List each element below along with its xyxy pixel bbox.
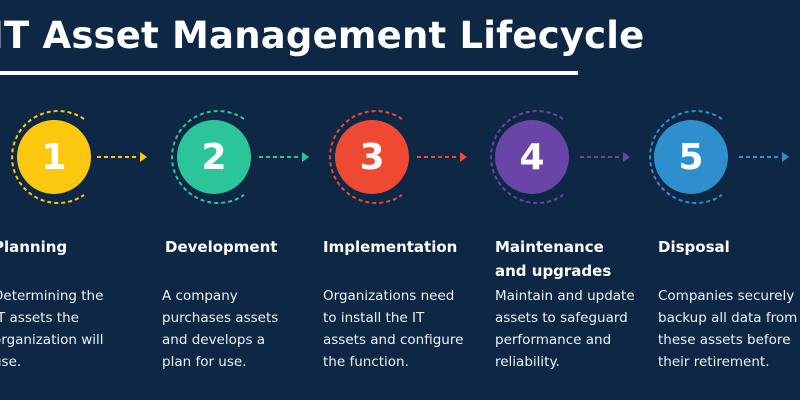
step-number: 5 <box>678 136 704 178</box>
dashed-ring-icon <box>329 110 403 204</box>
dashed-ring-icon <box>490 110 564 204</box>
step-title-line: Development <box>165 238 278 256</box>
step-title-line: and upgrades <box>495 262 612 280</box>
step-number-badge: 1 <box>17 120 91 194</box>
connector-arrow-icon <box>259 152 309 162</box>
description-line: Maintain and update <box>495 288 635 304</box>
step-number-badge: 2 <box>177 120 251 194</box>
step-number-badge: 3 <box>335 120 409 194</box>
step-title: Development <box>165 235 315 259</box>
description-line: IT assets the <box>0 310 79 326</box>
description-line: performance and <box>495 332 612 348</box>
step-title: Implementation <box>323 235 473 259</box>
description-line: and develops a <box>162 332 266 348</box>
ring-arc <box>649 110 723 204</box>
description-line: their retirement. <box>658 354 770 370</box>
description-line: use. <box>0 354 22 370</box>
description-line: reliability. <box>495 354 560 370</box>
step-5: 5 Disposal Companies securely backup all… <box>637 0 800 400</box>
ring-arc <box>329 110 403 204</box>
step-title-line: Planning <box>0 238 68 256</box>
step-1: 1 Planning Determining the IT assets the… <box>0 0 153 400</box>
description-line: assets to safeguard <box>495 310 628 326</box>
description-line: Determining the <box>0 288 104 304</box>
step-description: Organizations need to install the IT ass… <box>323 285 473 373</box>
step-title: Planning <box>0 235 143 259</box>
description-line: Companies securely <box>658 288 795 304</box>
step-title-line: Implementation <box>323 238 458 256</box>
step-description: A company purchases assets and develops … <box>162 285 312 373</box>
page-title: IT Asset Management Lifecycle <box>0 14 645 57</box>
step-number: 3 <box>359 136 385 178</box>
connector-arrow-icon <box>739 152 789 162</box>
step-4: 4 Maintenance and upgrades Maintain and … <box>478 0 638 400</box>
description-line: assets and configure <box>323 332 464 348</box>
description-line: plan for use. <box>162 354 247 370</box>
description-line: backup all data from <box>658 310 798 326</box>
step-description: Maintain and update assets to safeguard … <box>495 285 645 373</box>
step-number-badge: 4 <box>495 120 569 194</box>
description-line: Organizations need <box>323 288 455 304</box>
step-description: Companies securely backup all data from … <box>658 285 800 373</box>
description-line: A company <box>162 288 238 304</box>
description-line: to install the IT <box>323 310 425 326</box>
step-title: Maintenance and upgrades <box>495 235 645 283</box>
step-number-badge: 5 <box>654 120 728 194</box>
connector-arrow-icon <box>580 152 630 162</box>
ring-arc <box>490 110 564 204</box>
step-number: 4 <box>519 136 545 178</box>
step-title-line: Disposal <box>658 238 730 256</box>
step-title: Disposal <box>658 235 800 259</box>
connector-arrow-icon <box>97 152 147 162</box>
description-line: the function. <box>323 354 409 370</box>
step-description: Determining the IT assets the organizati… <box>0 285 143 373</box>
title-underline <box>0 71 578 75</box>
description-line: purchases assets <box>162 310 279 326</box>
dashed-ring-icon <box>171 110 245 204</box>
connector-arrow-icon <box>417 152 467 162</box>
step-number: 2 <box>201 136 227 178</box>
step-number: 1 <box>41 136 67 178</box>
dashed-ring-icon <box>11 110 85 204</box>
ring-arc <box>171 110 245 204</box>
description-line: these assets before <box>658 332 791 348</box>
dashed-ring-icon <box>649 110 723 204</box>
ring-arc <box>11 110 85 204</box>
step-title-line: Maintenance <box>495 238 604 256</box>
description-line: organization will <box>0 332 104 348</box>
step-2: 2 Development A company purchases assets… <box>157 0 317 400</box>
step-3: 3 Implementation Organizations need to i… <box>315 0 475 400</box>
